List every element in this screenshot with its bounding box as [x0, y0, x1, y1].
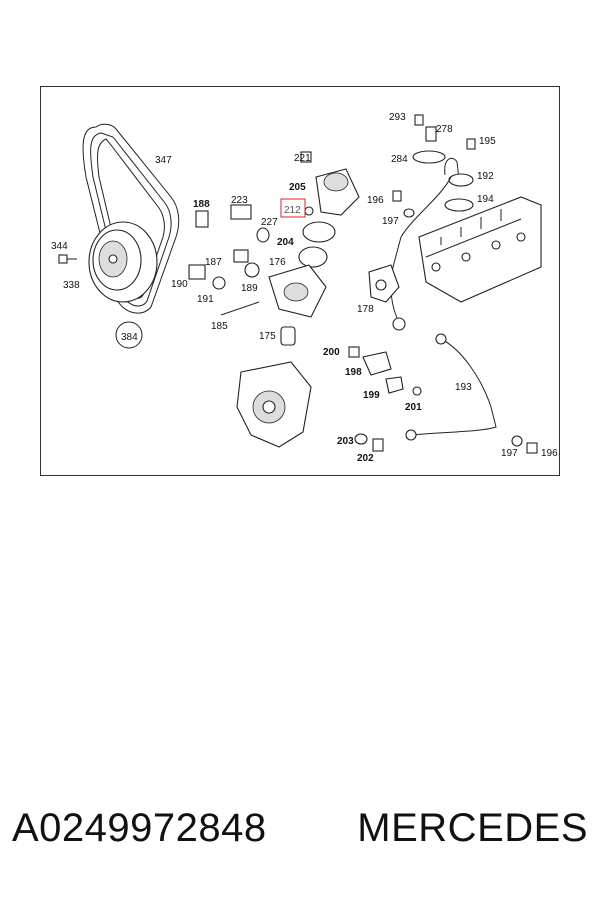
- part-number: A0249972848: [12, 806, 267, 850]
- callout: 198: [345, 367, 362, 378]
- callout: 338: [63, 280, 80, 291]
- callout: 189: [241, 283, 258, 294]
- pipe-fitting: [392, 317, 406, 331]
- callout: 344: [51, 241, 68, 252]
- callout: 197: [382, 216, 399, 227]
- callout: 194: [477, 194, 494, 205]
- callout: 196: [367, 195, 384, 206]
- callout: 201: [405, 402, 422, 413]
- parts-diagram: 347 344 338 384 188 223 227 187 190 191 …: [40, 86, 560, 476]
- callout: 193: [455, 382, 472, 393]
- callout: 176: [269, 257, 286, 268]
- callout-labels: 347 344 338 384 188 223 227 187 190 191 …: [51, 112, 558, 464]
- callout: 191: [197, 294, 214, 305]
- callout: 185: [211, 321, 228, 332]
- callout: 227: [261, 217, 278, 228]
- callout: 188: [193, 199, 210, 210]
- callout: 197: [501, 448, 518, 459]
- callout: 203: [337, 436, 354, 447]
- callout: 205: [289, 182, 306, 193]
- callout: 212: [284, 205, 301, 216]
- bolt-344: [58, 254, 77, 264]
- callout: 204: [277, 237, 294, 248]
- callout: 192: [477, 171, 494, 182]
- bottom-fasteners: [354, 433, 538, 454]
- callout: 199: [363, 390, 380, 401]
- coolant-pipe-193: [412, 338, 497, 436]
- callout: 278: [436, 124, 453, 135]
- water-pump: [236, 361, 312, 448]
- callout: 284: [391, 154, 408, 165]
- brand-name: MERCEDES: [357, 806, 588, 850]
- callout: 190: [171, 279, 188, 290]
- callout: 196: [541, 448, 558, 459]
- callout: 384: [121, 332, 138, 343]
- callout: 200: [323, 347, 340, 358]
- coolant-pipe-192: [390, 176, 452, 323]
- callout: 195: [479, 136, 496, 147]
- upper-right-fittings: [392, 114, 476, 218]
- sensor-group: [188, 204, 270, 316]
- pulley: [88, 221, 158, 303]
- callout: 202: [357, 453, 374, 464]
- callout: 293: [389, 112, 406, 123]
- callout: 347: [155, 155, 172, 166]
- callout: 178: [357, 304, 374, 315]
- cylinder-head: [418, 196, 542, 303]
- callout: 221: [294, 153, 311, 164]
- thermostat-housing: [268, 151, 360, 346]
- caption-row: A0249972848 MERCEDES: [0, 800, 600, 864]
- callout: 187: [205, 257, 222, 268]
- callout-circle-384: [115, 321, 143, 349]
- highlight-box: [280, 198, 306, 218]
- exploded-view-drawing: 347 344 338 384 188 223 227 187 190 191 …: [51, 112, 558, 464]
- callout: 175: [259, 331, 276, 342]
- bracket-group: [348, 346, 422, 396]
- callout: 223: [231, 195, 248, 206]
